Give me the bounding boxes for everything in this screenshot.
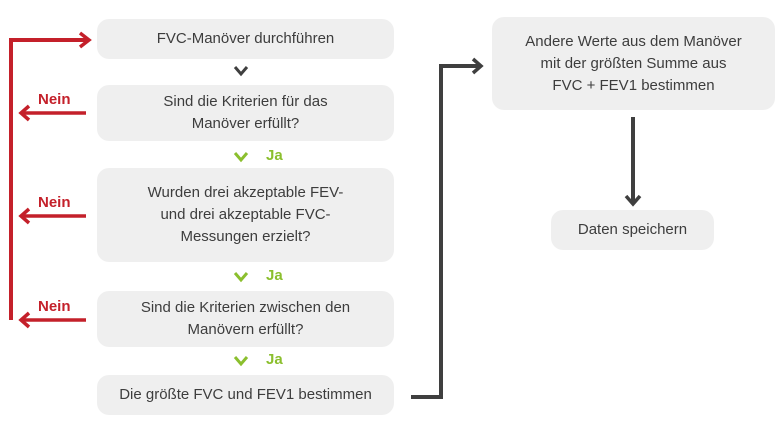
nein-label: Nein <box>38 298 71 315</box>
nein-label: Nein <box>38 194 71 211</box>
node-fvc-manoever: FVC-Manöver durchführen <box>97 19 394 59</box>
node-text: Sind die Kriterien für das Manöver erfül… <box>163 93 328 132</box>
nein-label: Nein <box>38 91 71 108</box>
node-kriterien-zwischen: Sind die Kriterien zwischen den Manövern… <box>97 291 394 347</box>
node-kriterien-manoever: Sind die Kriterien für das Manöver erfül… <box>97 85 394 141</box>
ja-label: Ja <box>266 267 283 284</box>
ja-label: Ja <box>266 147 283 164</box>
node-andere-werte: Andere Werte aus dem Manöver mit der grö… <box>492 17 775 110</box>
node-text: Andere Werte aus dem Manöver mit der grö… <box>525 32 742 94</box>
node-text: Daten speichern <box>577 221 688 238</box>
node-text: Sind die Kriterien zwischen den Manövern… <box>140 299 351 338</box>
node-drei-akzeptable: Wurden drei akzeptable FEV- und drei akz… <box>97 168 394 262</box>
node-text: FVC-Manöver durchführen <box>156 30 335 47</box>
node-groesste-fvc: Die größte FVC und FEV1 bestimmen <box>97 375 394 415</box>
node-text: Die größte FVC und FEV1 bestimmen <box>119 386 372 403</box>
node-daten-speichern: Daten speichern <box>551 210 714 250</box>
node-text: Wurden drei akzeptable FEV- und drei akz… <box>147 184 344 245</box>
ja-label: Ja <box>266 351 283 368</box>
